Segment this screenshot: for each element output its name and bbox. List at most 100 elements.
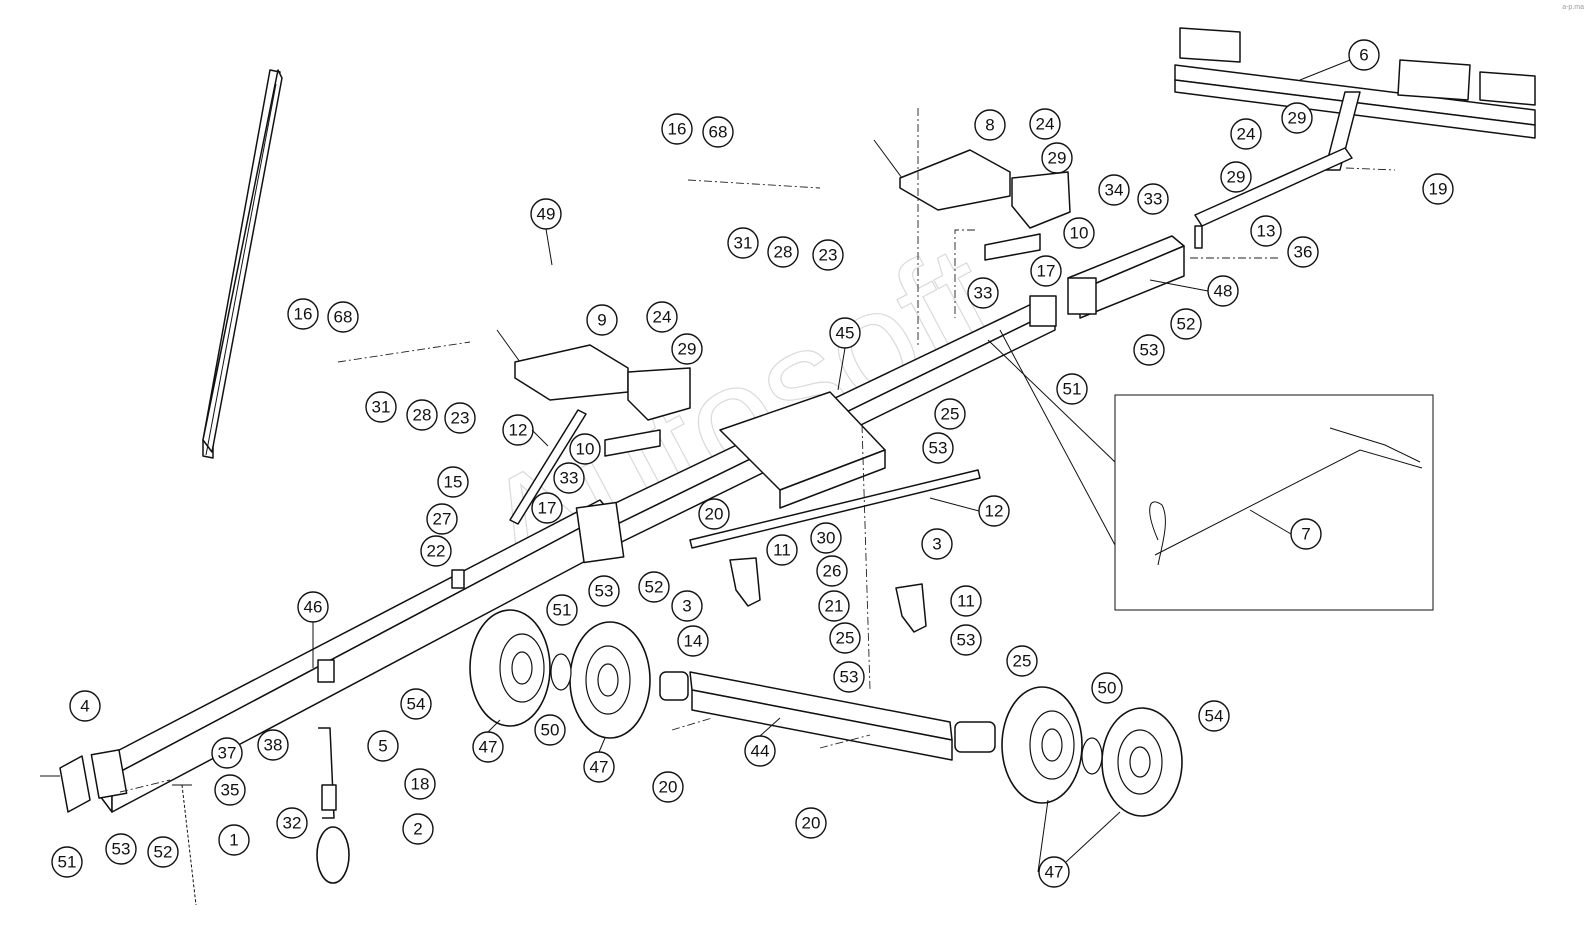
callout-33: 33 bbox=[967, 277, 999, 309]
svg-text:53: 53 bbox=[112, 840, 131, 859]
bracket-8-part bbox=[873, 139, 1071, 261]
svg-text:54: 54 bbox=[1205, 707, 1224, 726]
callout-53: 53 bbox=[588, 575, 620, 607]
callout-29: 29 bbox=[671, 333, 703, 365]
callout-35: 35 bbox=[214, 774, 246, 806]
svg-text:53: 53 bbox=[1140, 341, 1159, 360]
callout-33: 33 bbox=[1137, 183, 1169, 215]
callout-20: 20 bbox=[698, 498, 730, 530]
callout-24: 24 bbox=[1029, 108, 1061, 140]
caster-jack-part bbox=[316, 727, 350, 884]
callout-47: 47 bbox=[472, 731, 504, 763]
svg-text:53: 53 bbox=[840, 668, 859, 687]
callout-3: 3 bbox=[921, 528, 953, 560]
chain-part bbox=[172, 784, 197, 906]
svg-text:16: 16 bbox=[668, 120, 687, 139]
hitch-frame-part bbox=[1174, 27, 1536, 249]
callout-53: 53 bbox=[833, 661, 865, 693]
svg-text:51: 51 bbox=[58, 853, 77, 872]
svg-text:29: 29 bbox=[678, 340, 697, 359]
svg-text:54: 54 bbox=[407, 695, 426, 714]
svg-text:46: 46 bbox=[304, 598, 323, 617]
svg-text:47: 47 bbox=[479, 738, 498, 757]
svg-text:38: 38 bbox=[264, 736, 283, 755]
callout-48: 48 bbox=[1207, 275, 1239, 307]
corner-text: a-p.ma bbox=[1562, 4, 1584, 11]
callout-52: 52 bbox=[1170, 308, 1202, 340]
callout-47: 47 bbox=[1038, 856, 1070, 888]
callout-28: 28 bbox=[406, 399, 438, 431]
wiring-harness-inset bbox=[987, 329, 1434, 611]
callout-16: 16 bbox=[661, 113, 693, 145]
svg-text:28: 28 bbox=[413, 406, 432, 425]
svg-text:27: 27 bbox=[433, 510, 452, 529]
callout-44: 44 bbox=[744, 735, 776, 767]
svg-text:53: 53 bbox=[957, 631, 976, 650]
callout-17: 17 bbox=[531, 492, 563, 524]
svg-text:9: 9 bbox=[597, 311, 606, 330]
callout-32: 32 bbox=[276, 807, 308, 839]
svg-text:31: 31 bbox=[734, 234, 753, 253]
svg-text:28: 28 bbox=[774, 243, 793, 262]
callout-50: 50 bbox=[534, 714, 566, 746]
callout-37: 37 bbox=[211, 737, 243, 769]
svg-text:37: 37 bbox=[218, 744, 237, 763]
svg-text:11: 11 bbox=[773, 541, 791, 560]
callout-16: 16 bbox=[287, 298, 319, 330]
svg-text:10: 10 bbox=[576, 440, 595, 459]
callout-52: 52 bbox=[638, 571, 670, 603]
svg-text:35: 35 bbox=[221, 781, 240, 800]
callout-21: 21 bbox=[818, 590, 850, 622]
callout-23: 23 bbox=[444, 402, 476, 434]
svg-text:26: 26 bbox=[823, 562, 842, 581]
svg-text:33: 33 bbox=[1144, 190, 1163, 209]
top-tube-part bbox=[202, 69, 283, 459]
svg-text:16: 16 bbox=[294, 305, 313, 324]
svg-text:52: 52 bbox=[1177, 315, 1196, 334]
wheel-3-part bbox=[1001, 686, 1083, 804]
callout-6: 6 bbox=[1348, 39, 1380, 71]
callout-29: 29 bbox=[1041, 142, 1073, 174]
axle-part bbox=[659, 671, 996, 761]
fenders-part bbox=[729, 557, 927, 633]
callout-10: 10 bbox=[1063, 217, 1095, 249]
svg-text:50: 50 bbox=[541, 721, 560, 740]
bracket-9-part bbox=[496, 329, 691, 457]
svg-text:8: 8 bbox=[985, 116, 994, 135]
callout-53: 53 bbox=[950, 624, 982, 656]
svg-text:29: 29 bbox=[1048, 149, 1067, 168]
callout-17: 17 bbox=[1030, 255, 1062, 287]
extension-tube-part bbox=[1067, 235, 1185, 319]
svg-text:2: 2 bbox=[413, 820, 422, 839]
callout-54: 54 bbox=[1198, 700, 1230, 732]
callout-12: 12 bbox=[502, 414, 534, 446]
svg-text:10: 10 bbox=[1070, 224, 1089, 243]
callout-68: 68 bbox=[327, 301, 359, 333]
callout-12: 12 bbox=[978, 495, 1010, 527]
svg-text:1: 1 bbox=[229, 831, 238, 850]
callout-23: 23 bbox=[812, 239, 844, 271]
callout-13: 13 bbox=[1250, 215, 1282, 247]
callout-14: 14 bbox=[677, 625, 709, 657]
svg-text:32: 32 bbox=[283, 814, 302, 833]
callout-30: 30 bbox=[810, 522, 842, 554]
svg-text:47: 47 bbox=[590, 758, 609, 777]
callout-53: 53 bbox=[1133, 334, 1165, 366]
svg-text:44: 44 bbox=[751, 742, 770, 761]
svg-text:48: 48 bbox=[1214, 282, 1233, 301]
callout-28: 28 bbox=[767, 236, 799, 268]
callout-31: 31 bbox=[727, 227, 759, 259]
callout-5: 5 bbox=[367, 730, 399, 762]
callout-19: 19 bbox=[1422, 173, 1454, 205]
svg-text:33: 33 bbox=[974, 284, 993, 303]
svg-text:33: 33 bbox=[560, 469, 579, 488]
svg-text:13: 13 bbox=[1257, 222, 1276, 241]
callout-20: 20 bbox=[652, 771, 684, 803]
svg-text:52: 52 bbox=[154, 843, 173, 862]
callout-10: 10 bbox=[569, 433, 601, 465]
callout-24: 24 bbox=[1230, 118, 1262, 150]
svg-text:23: 23 bbox=[451, 409, 470, 428]
svg-text:24: 24 bbox=[1036, 115, 1055, 134]
wheel-2-part bbox=[569, 621, 651, 739]
